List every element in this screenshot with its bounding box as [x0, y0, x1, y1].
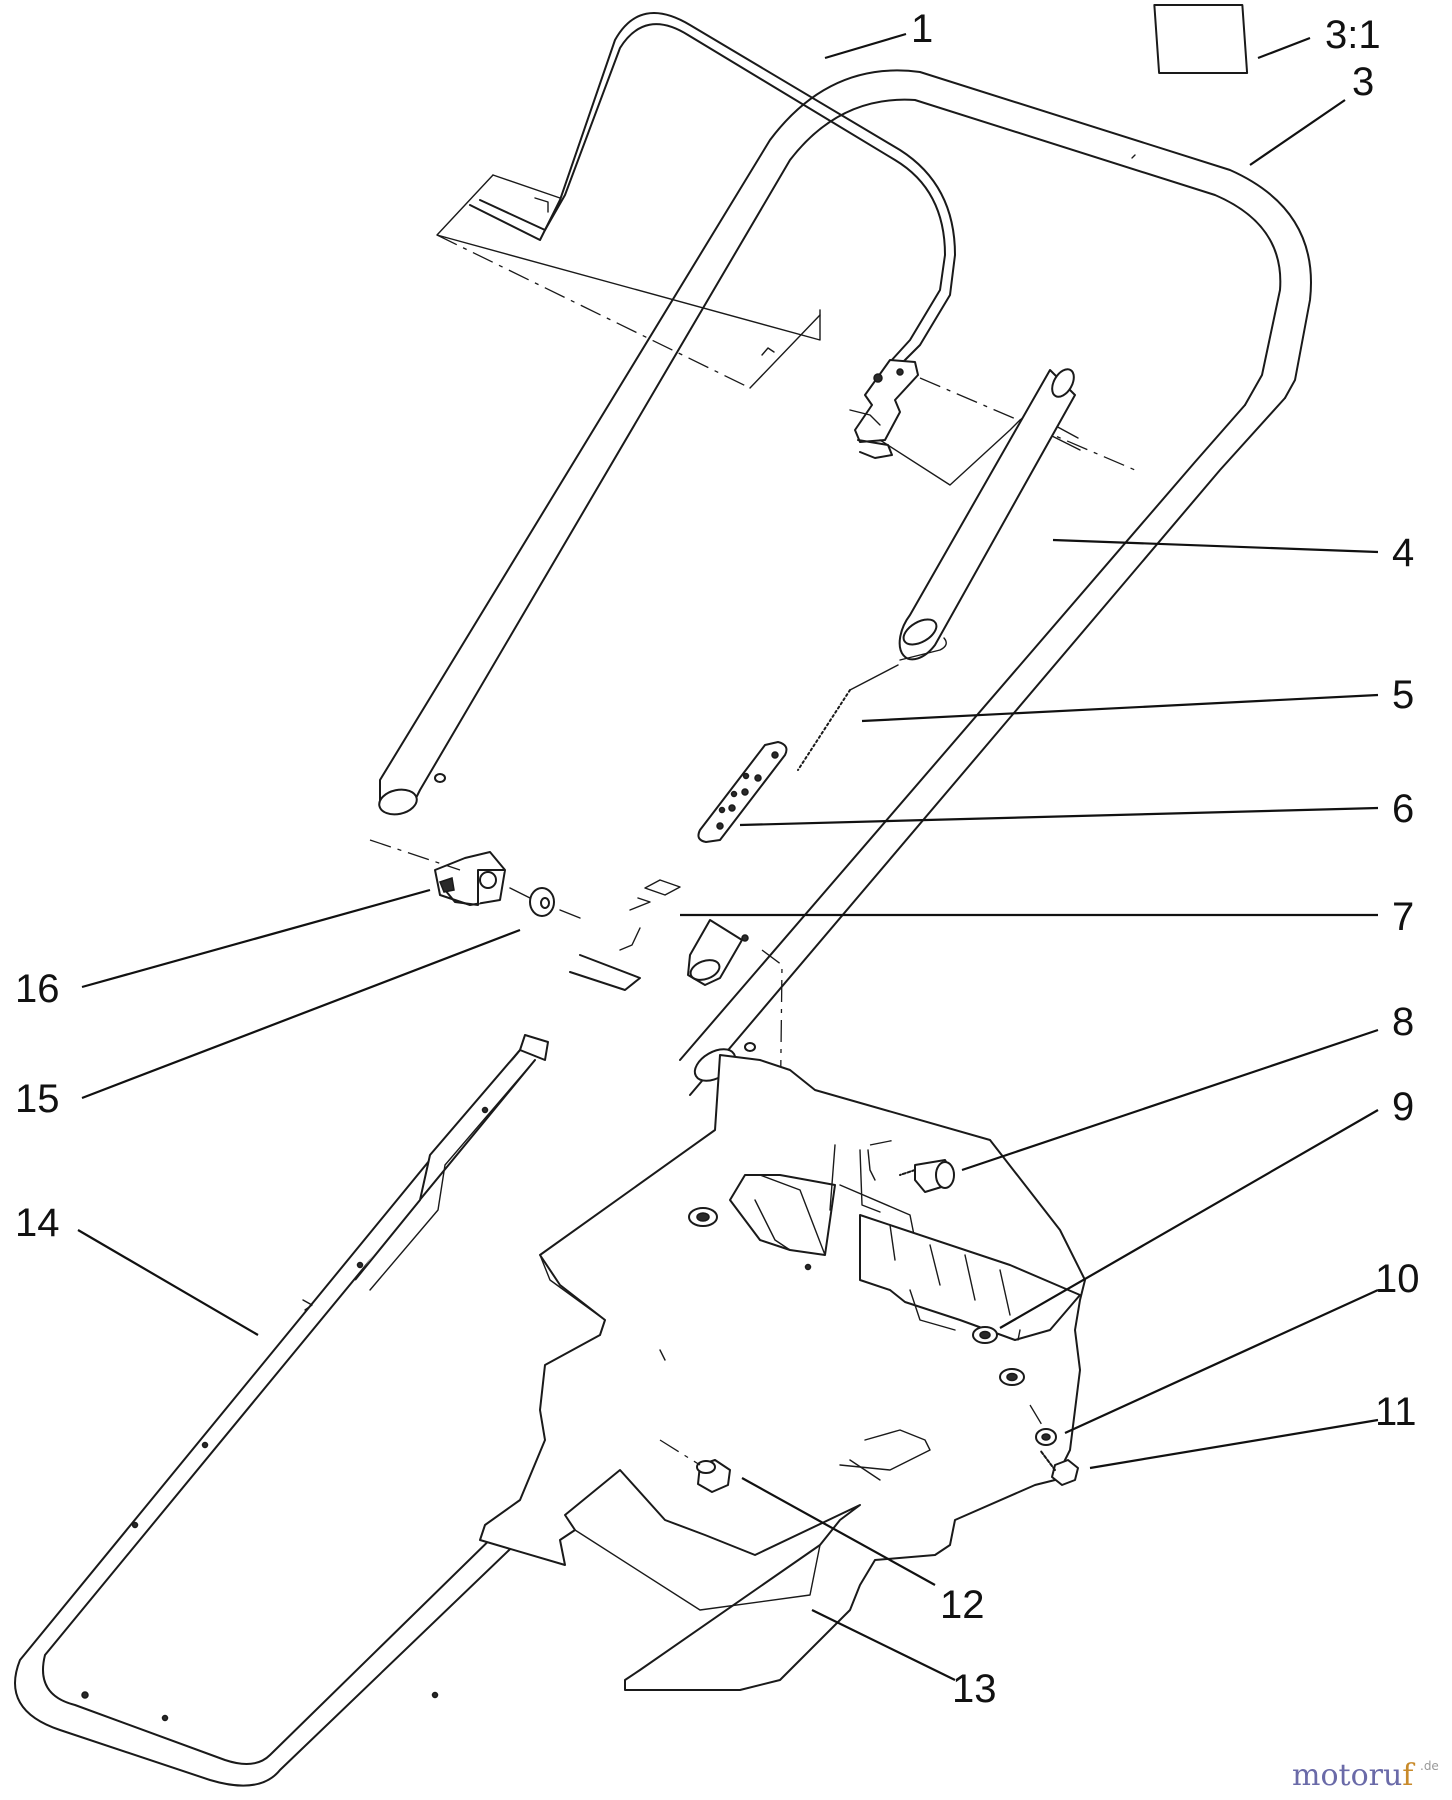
- part-1-decal: [436, 174, 821, 389]
- leader-16: [81, 888, 431, 989]
- leader-6: [739, 806, 1379, 827]
- callout-16: 16: [15, 967, 60, 1011]
- callout-7: 7: [1392, 895, 1414, 939]
- leader-14: [77, 1229, 259, 1336]
- part-11-screw: [1029, 1404, 1079, 1486]
- leader-3: [1249, 99, 1346, 166]
- part-3-1-decal: [1153, 4, 1249, 74]
- callout-13: 13: [952, 1667, 997, 1711]
- watermark-accent: f: [1402, 1758, 1415, 1793]
- part-10-washer: [1035, 1428, 1057, 1446]
- leader-5: [861, 693, 1379, 723]
- callout-9: 9: [1392, 1085, 1414, 1129]
- callout-1: 1: [911, 7, 933, 51]
- callout-8: 8: [1392, 1000, 1414, 1044]
- leader-1: [824, 32, 907, 60]
- part-3-handle-tube: [378, 69, 1312, 1096]
- watermark: motoruf .de: [1292, 1758, 1439, 1793]
- control-bracket: [849, 359, 1136, 486]
- callout-6: 6: [1392, 787, 1414, 831]
- part-13-base-plate: [479, 1054, 1086, 1691]
- part-6-plate: [697, 741, 788, 843]
- callout-12: 12: [940, 1583, 985, 1627]
- callout-4: 4: [1392, 531, 1414, 575]
- leader-10: [1064, 1288, 1379, 1435]
- callout-15: 15: [15, 1077, 60, 1121]
- knob-mount-axis: [369, 839, 461, 871]
- callout-labels: 1 3:1 3 4 5 6 7 8 9 10 11 12 13 14 15 16: [15, 7, 1420, 1711]
- leader-3-1: [1257, 36, 1311, 60]
- watermark-suffix: .de: [1420, 1759, 1439, 1773]
- callout-11: 11: [1375, 1390, 1417, 1434]
- part-12-bushing: [659, 1439, 731, 1493]
- leader-15: [81, 928, 521, 1100]
- leader-8: [961, 1028, 1379, 1172]
- leader-4: [1052, 538, 1379, 554]
- part-4-grip: [898, 368, 1076, 661]
- callout-5: 5: [1392, 673, 1414, 717]
- watermark-logo: motoruf: [1292, 1758, 1415, 1793]
- leader-13: [811, 1609, 956, 1681]
- leader-12: [741, 1477, 936, 1586]
- part-7-clip: [569, 879, 681, 991]
- part-15-washer: [509, 887, 581, 919]
- leader-11: [1089, 1418, 1379, 1470]
- part-16-knob: [434, 851, 506, 906]
- part-1-control-bail: [469, 12, 956, 366]
- leader-lines: [77, 32, 1379, 1681]
- part-8-pin: [867, 1139, 955, 1193]
- callout-3-1: 3:1: [1325, 13, 1381, 57]
- callout-14: 14: [15, 1201, 60, 1245]
- part-5-spring: [797, 637, 947, 771]
- callout-10: 10: [1375, 1257, 1420, 1301]
- callout-3: 3: [1352, 60, 1374, 104]
- leader-9: [999, 1109, 1379, 1329]
- part-14-lower-frame: [14, 1034, 616, 1787]
